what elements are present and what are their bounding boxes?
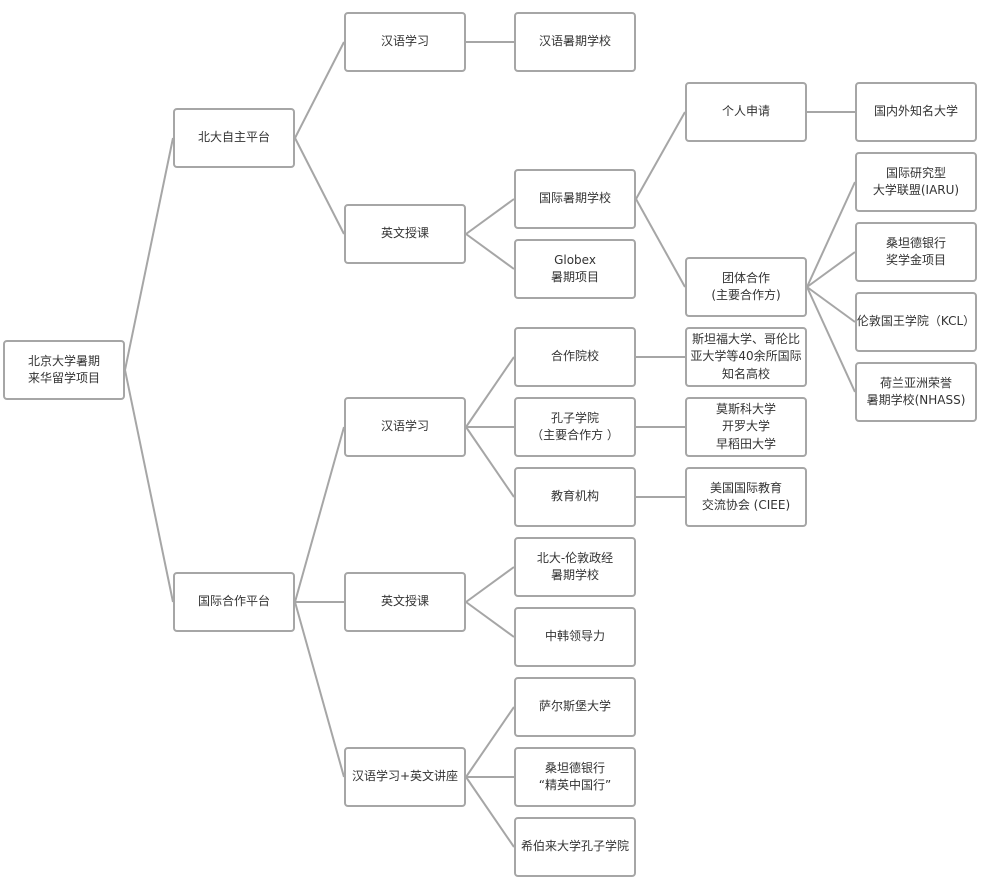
node-label: 暑期学校 [550,568,599,582]
node-santander-scholarship: 桑坦德银行 奖学金项目 [855,222,977,282]
node-pku-platform: 北大自主平台 [173,108,295,168]
connector [806,286,856,393]
node-label: 团体合作 [721,270,770,285]
node-confucius-institute: 孔子学院 （主要合作方 ） [514,397,636,457]
connector [294,137,345,235]
node-pku-lse: 北大-伦敦政经 暑期学校 [514,537,636,597]
node-edu-org: 教育机构 [514,467,636,527]
node-label: 萨尔斯堡大学 [538,699,611,714]
node-label: 孔子学院 [550,410,599,425]
node-label: 早稻田大学 [715,436,776,451]
node-label: 伦敦国王学院（KCL） [856,314,976,329]
connector [465,426,515,498]
node-pku-chinese: 汉语学习 [344,12,466,72]
node-intl-platform: 国际合作平台 [173,572,295,632]
connector [806,286,856,323]
connector [635,198,686,288]
node-label: Globex [554,252,596,267]
connector [465,356,515,428]
connector [124,137,174,371]
node-label: 国际合作平台 [197,594,270,609]
node-label: （主要合作方 ） [531,428,619,442]
connector [806,251,856,288]
node-pku-english: 英文授课 [344,204,466,264]
node-label: 交流协会 (CIEE) [701,498,791,512]
connector [124,369,174,603]
node-root-pku-summer-program: 北京大学暑期 来华留学项目 [3,340,125,400]
node-label: 暑期项目 [550,270,599,284]
node-globex: Globex 暑期项目 [514,239,636,299]
node-intl-english: 英文授课 [344,572,466,632]
connector [294,41,345,139]
connector [465,776,515,848]
node-label: 亚大学等40余所国际 [690,349,802,364]
node-intl-summer-school: 国际暑期学校 [514,169,636,229]
node-label: 英文授课 [380,226,429,241]
connector [465,233,515,270]
node-label: (主要合作方) [711,288,781,302]
node-label: 国内外知名大学 [873,104,958,119]
node-label: 荷兰亚洲荣誉 [879,375,952,390]
connector [465,601,515,638]
node-intl-mixed: 汉语学习+英文讲座 [344,747,466,807]
node-ciee: 美国国际教育 交流协会 (CIEE) [685,467,807,527]
connector [294,601,345,778]
node-label: 国际暑期学校 [538,191,611,206]
connector [294,426,345,603]
node-partner-schools: 合作院校 [514,327,636,387]
node-kcl: 伦敦国王学院（KCL） [855,292,977,352]
node-salzburg: 萨尔斯堡大学 [514,677,636,737]
node-label: 希伯来大学孔子学院 [520,839,629,854]
node-china-korea-leadership: 中韩领导力 [514,607,636,667]
node-chinese-summer-school: 汉语暑期学校 [514,12,636,72]
node-label: 北京大学暑期 [27,353,100,368]
node-moscow-cairo-waseda: 莫斯科大学 开罗大学 早稻田大学 [685,397,807,457]
node-label: 桑坦德银行 [544,760,605,775]
node-famous-universities: 国内外知名大学 [855,82,977,142]
node-label: 汉语学习+英文讲座 [351,769,459,784]
node-label: 汉语学习 [380,419,429,434]
node-label: 个人申请 [721,104,770,119]
connector [465,566,515,603]
node-label: 教育机构 [550,489,599,504]
node-individual-application: 个人申请 [685,82,807,142]
node-santander-elite: 桑坦德银行 “精英中国行” [514,747,636,807]
node-label: 汉语暑期学校 [538,34,611,49]
node-group-cooperation: 团体合作 (主要合作方) [685,257,807,317]
node-label: 来华留学项目 [27,371,100,385]
node-label: 北大自主平台 [197,130,270,145]
node-label: 美国国际教育 [709,480,782,495]
node-label: 北大-伦敦政经 [536,550,614,565]
node-stanford-columbia: 斯坦福大学、哥伦比 亚大学等40余所国际 知名高校 [685,327,807,387]
node-label: 莫斯科大学 [715,401,776,416]
node-label: 开罗大学 [721,419,770,434]
node-label: 奖学金项目 [885,253,946,267]
connector [635,111,686,200]
node-label: 国际研究型 [885,165,946,180]
node-label: “精英中国行” [538,778,612,792]
connector [806,181,856,288]
node-iaru: 国际研究型 大学联盟(IARU) [855,152,977,212]
node-label: 知名高校 [721,366,770,381]
node-label: 桑坦德银行 [885,235,946,250]
node-intl-chinese: 汉语学习 [344,397,466,457]
node-label: 汉语学习 [380,34,429,49]
connector [465,706,515,778]
node-label: 中韩领导力 [544,629,605,644]
node-label: 英文授课 [380,594,429,609]
node-label: 斯坦福大学、哥伦比 [691,331,800,346]
node-hebrew-confucius: 希伯来大学孔子学院 [514,817,636,877]
node-label: 合作院校 [550,349,599,364]
node-label: 大学联盟(IARU) [872,183,960,197]
node-nhass: 荷兰亚洲荣誉 暑期学校(NHASS) [855,362,977,422]
node-label: 暑期学校(NHASS) [866,393,966,407]
connector [465,198,515,235]
